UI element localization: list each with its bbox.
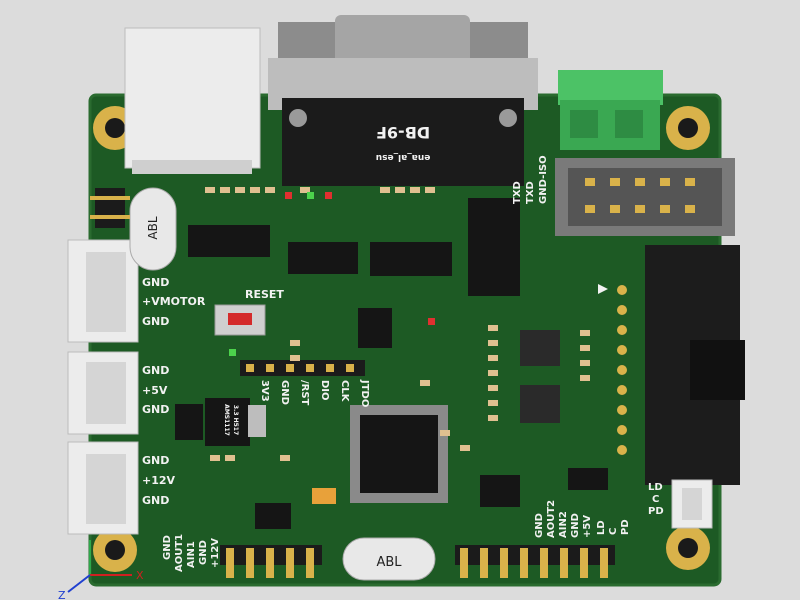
idc-header-large — [598, 245, 745, 485]
axis-z-label: Z — [58, 589, 66, 600]
db9-sublabel: ena_al_esu — [376, 152, 431, 162]
power-connector — [67, 239, 139, 343]
crystal-oscillator: ABL — [129, 187, 177, 271]
bottom-label: +12V — [210, 538, 221, 568]
regulator-label: AMS1117 — [223, 404, 230, 436]
power-label: GND — [142, 364, 169, 377]
diode — [255, 503, 291, 529]
power-label: +VMOTOR — [142, 295, 206, 308]
jtag-header — [240, 360, 365, 376]
sensor-connector — [671, 479, 713, 529]
bottom-label: AIN1 — [186, 541, 197, 568]
crystal-label: ABL — [376, 555, 402, 570]
bottom-header-left — [220, 545, 322, 578]
right-label: C — [652, 494, 659, 505]
mounting-hole — [666, 526, 710, 570]
bottom-label: PD — [620, 519, 631, 535]
ic-chip — [370, 242, 452, 276]
tantalum-capacitor — [312, 488, 336, 504]
bottom-label: +5V — [582, 515, 593, 538]
power-label: GND — [142, 276, 169, 289]
bottom-label: AOUT1 — [174, 534, 185, 572]
ic-chip — [288, 242, 358, 274]
reset-button[interactable] — [214, 304, 266, 336]
jtag-label: 3V3 — [259, 380, 270, 402]
power-label: +12V — [142, 474, 176, 487]
power-label: GND — [142, 494, 169, 507]
usb-connector — [124, 27, 261, 174]
ic-chip — [358, 308, 392, 348]
jtag-label: CLK — [339, 380, 350, 403]
led — [285, 192, 292, 199]
jtag-label: GND — [279, 380, 290, 405]
serial-label: GND-ISO — [538, 155, 549, 204]
bottom-header-right — [455, 545, 615, 578]
crystal-label: ABL — [146, 216, 160, 239]
bottom-label: C — [608, 528, 619, 535]
power-label: GND — [142, 454, 169, 467]
diode — [175, 404, 203, 440]
axis-x-label: X — [136, 569, 144, 582]
idc-header-small — [555, 158, 735, 236]
ic-chip — [480, 475, 520, 507]
ic-chip — [520, 330, 560, 366]
jtag-label: DIO — [319, 380, 330, 401]
bottom-label: AIN2 — [558, 511, 569, 538]
jtag-label: /RST — [299, 380, 310, 406]
ic-chip — [188, 225, 270, 257]
power-label: GND — [142, 315, 169, 328]
terminal-block — [558, 70, 663, 150]
mounting-hole — [93, 528, 137, 572]
ic-chip — [520, 385, 560, 423]
bottom-label: GND — [162, 535, 173, 560]
regulator-label: 3.3 H517 — [232, 405, 239, 435]
mcu-chip — [350, 405, 448, 503]
bottom-label: AOUT2 — [546, 500, 557, 538]
serial-label: TXD — [525, 181, 536, 204]
led — [307, 192, 314, 199]
axis-indicator: X Z — [58, 540, 144, 600]
led — [325, 192, 332, 199]
power-label: GND — [142, 403, 169, 416]
power-connector — [67, 351, 139, 435]
led — [229, 349, 236, 356]
power-connector — [67, 441, 139, 535]
diode — [568, 468, 608, 490]
pin1-marker-icon — [598, 284, 608, 294]
led — [428, 318, 435, 325]
db9-label: DB-9F — [376, 123, 430, 142]
serial-label: TXD — [512, 181, 523, 204]
crystal-oscillator: ABL — [342, 537, 436, 581]
voltage-regulator: AMS1117 3.3 H517 — [205, 398, 266, 446]
bottom-label: GND — [534, 513, 545, 538]
jumper — [90, 188, 130, 228]
smd-components — [205, 187, 590, 461]
power-label: +5V — [142, 384, 168, 397]
right-label: LD — [648, 482, 663, 493]
db9-connector: DB-9F ena_al_esu — [268, 15, 538, 186]
jtag-label: JTDO — [359, 379, 370, 407]
right-label: PD — [648, 506, 664, 517]
reset-label: RESET — [245, 288, 284, 301]
mounting-hole — [666, 106, 710, 150]
ic-chip — [468, 198, 520, 296]
bottom-label: GND — [570, 513, 581, 538]
bottom-label: GND — [198, 540, 209, 565]
bottom-label: LD — [596, 520, 607, 535]
